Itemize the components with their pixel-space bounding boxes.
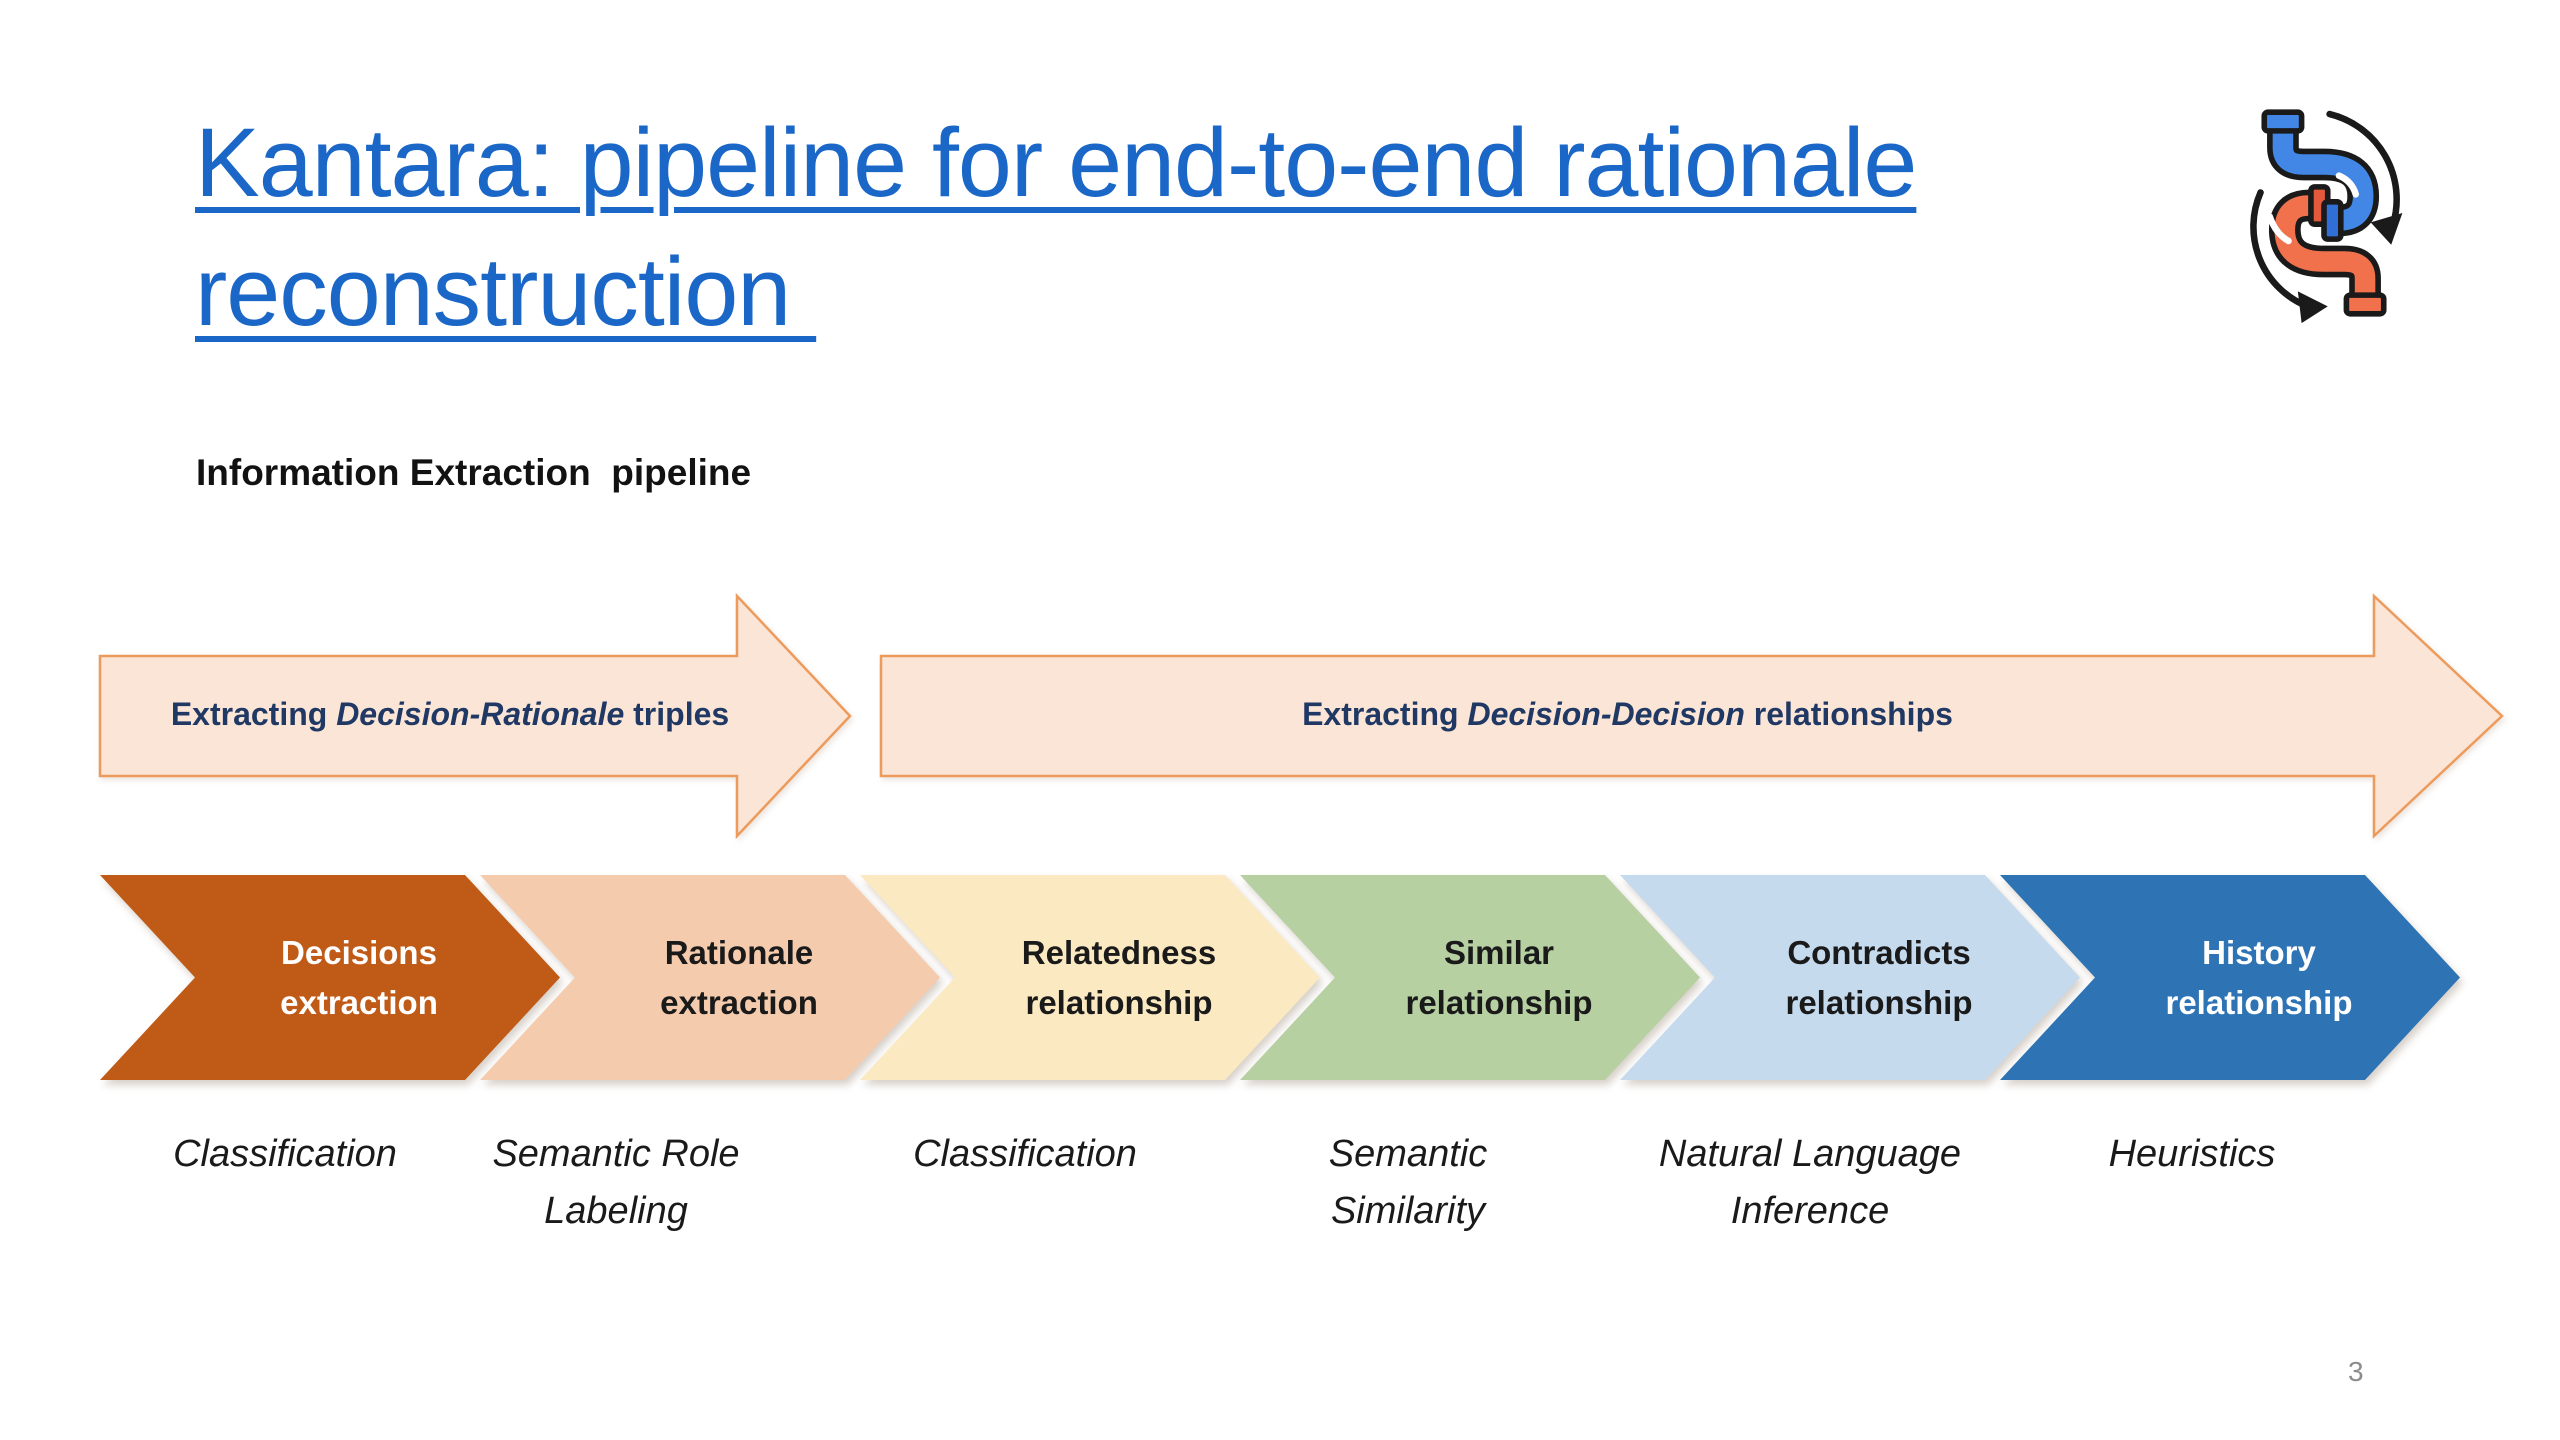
pipeline-step-similar-relationship: Similar relationship bbox=[1240, 875, 1700, 1080]
method-label-semantic-role-labeling: Semantic Role Labeling bbox=[492, 1133, 740, 1232]
step-label-line2: relationship bbox=[2165, 983, 2353, 1021]
banner-2-emphasis: Decision-Decision bbox=[1467, 695, 1745, 732]
step-label-line1: Similar bbox=[1443, 934, 1555, 971]
step-label-line1: Decisions bbox=[281, 934, 437, 971]
page-title-line2: reconstruction bbox=[195, 237, 817, 346]
pipeline-step-contradicts-relationship: Contradicts relationship bbox=[1620, 875, 2080, 1080]
method-label-heuristics: Heuristics bbox=[2108, 1133, 2276, 1175]
loop-arrow-bottom bbox=[2250, 189, 2311, 310]
loop-arrowhead-bottom bbox=[2297, 291, 2328, 324]
loop-arrowhead-top bbox=[2370, 213, 2403, 245]
pipeline-step-shape: History relationship bbox=[2000, 875, 2460, 1080]
page-title-line1: Kantara: pipeline for end-to-end rationa… bbox=[195, 108, 1917, 217]
banner-2-label: Extracting Decision-Decision relationshi… bbox=[881, 652, 2374, 776]
orange-pipe bbox=[2266, 184, 2387, 317]
pipeline-steps-row: Decisions extraction Rationale extractio… bbox=[100, 875, 2480, 1080]
pipeline-step-history-relationship: History relationship bbox=[2000, 875, 2460, 1080]
step-label-line1: Rationale bbox=[664, 934, 814, 971]
step-label-line1: Relatedness bbox=[1021, 934, 1217, 971]
banner-1-emphasis: Decision-Rationale bbox=[336, 695, 625, 732]
pipeline-step-decisions-extraction: Decisions extraction bbox=[100, 875, 560, 1080]
page-number: 3 bbox=[2348, 1356, 2364, 1387]
section-heading: Information Extraction pipeline bbox=[196, 452, 752, 493]
step-label-line1: History bbox=[2202, 934, 2316, 971]
banner-arrow-2 bbox=[879, 593, 2504, 839]
step-label-line2: relationship bbox=[1405, 983, 1593, 1021]
blue-pipe bbox=[2261, 109, 2380, 242]
banner-1-suffix: triples bbox=[624, 695, 730, 732]
banner-2-prefix: Extracting bbox=[1302, 695, 1468, 732]
method-label-semantic-similarity: Semantic Similarity bbox=[1328, 1133, 1488, 1232]
step-label-line2: extraction bbox=[280, 983, 438, 1021]
banner-arrow-1 bbox=[98, 592, 852, 840]
step-label-line1: Contradicts bbox=[1787, 934, 1971, 971]
banner-1-prefix: Extracting bbox=[170, 695, 337, 732]
step-label-line2: relationship bbox=[1025, 983, 1213, 1021]
step-label-line2: extraction bbox=[660, 983, 818, 1021]
step-label-line2: relationship bbox=[1785, 983, 1973, 1021]
banner-1-label: Extracting Decision-Rationale triples bbox=[100, 652, 800, 776]
method-label-classification-1: Classification bbox=[173, 1133, 397, 1175]
loop-arrow-top bbox=[2326, 110, 2400, 228]
banner-2-suffix: relationships bbox=[1744, 695, 1953, 732]
page-title: Kantara: pipeline for end-to-end rationa… bbox=[195, 98, 1917, 356]
method-label-classification-2: Classification bbox=[913, 1133, 1137, 1175]
pipeline-step-rationale-extraction: Rationale extraction bbox=[480, 875, 940, 1080]
pipes-loop-icon bbox=[2250, 109, 2403, 324]
pipeline-step-relatedness-relationship: Relatedness relationship bbox=[860, 875, 1320, 1080]
method-label-natural-language-inference: Natural Language Inference bbox=[1658, 1133, 1962, 1232]
